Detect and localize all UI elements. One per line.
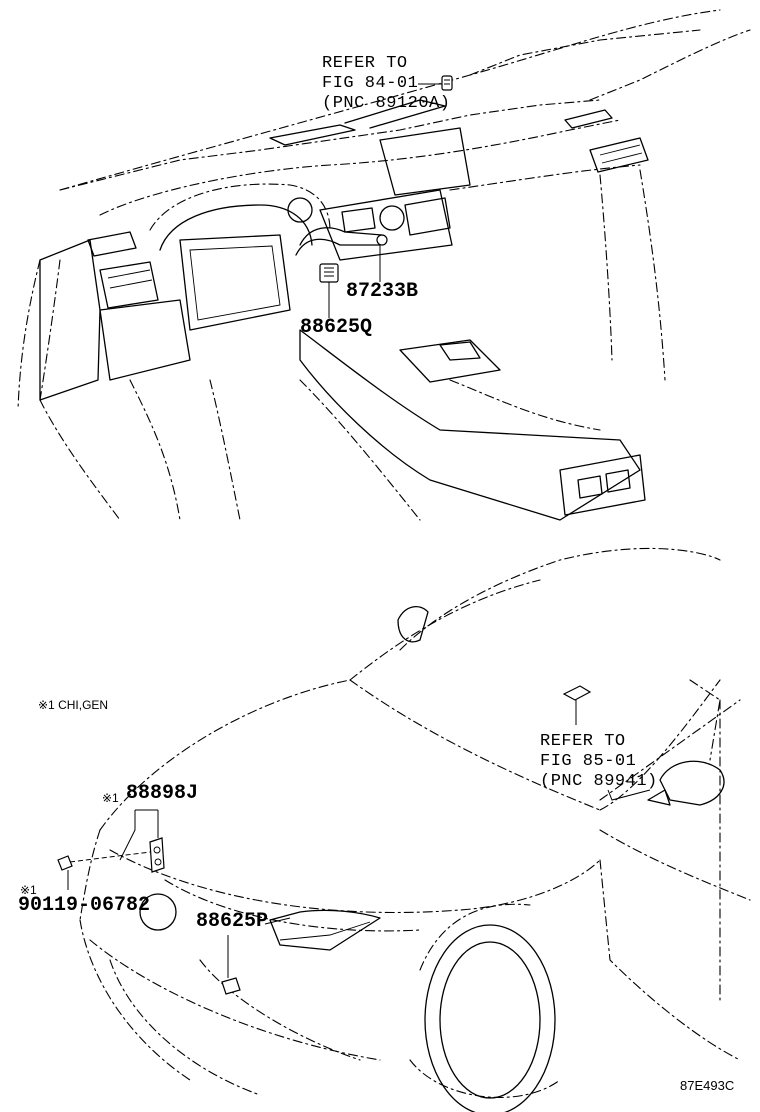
refer-fig85-line2: FIG 85-01 [540, 752, 637, 771]
note-mark-88898J: ※1 [102, 791, 119, 805]
leader-89941 [607, 789, 651, 801]
note-mark-bolt: ※1 [20, 883, 37, 897]
figure-code: 87E493C [680, 1078, 735, 1093]
part-label-88625P: 88625P [196, 910, 269, 933]
sensor-88625P-icon [221, 935, 241, 995]
connector-89120A-icon [418, 75, 453, 91]
part-label-88625Q: 88625Q [300, 316, 373, 339]
camera-89941-icon [562, 685, 592, 725]
part-label-88898J: 88898J [126, 782, 199, 805]
refer-fig85-line1: REFER TO [540, 732, 626, 751]
bracket-88898J-icon [119, 809, 165, 873]
part-label-87233B: 87233B [346, 280, 419, 303]
note-chi-gen: ※1 CHI,GEN [38, 698, 109, 712]
part-label-90119-06782: 90119-06782 [18, 894, 151, 917]
dashboard-illustration [17, 9, 751, 521]
refer-fig84-line3: (PNC 89120A) [322, 94, 451, 113]
car-front-illustration [79, 547, 751, 1112]
refer-fig84-line1: REFER TO [322, 54, 408, 73]
leader-88625P [264, 917, 291, 925]
refer-fig85-line3: (PNC 89941) [540, 772, 658, 791]
bolt-90119-06782-icon [57, 851, 151, 890]
refer-fig84-line2: FIG 84-01 [322, 74, 419, 93]
sensor-88625Q-icon [319, 263, 339, 318]
